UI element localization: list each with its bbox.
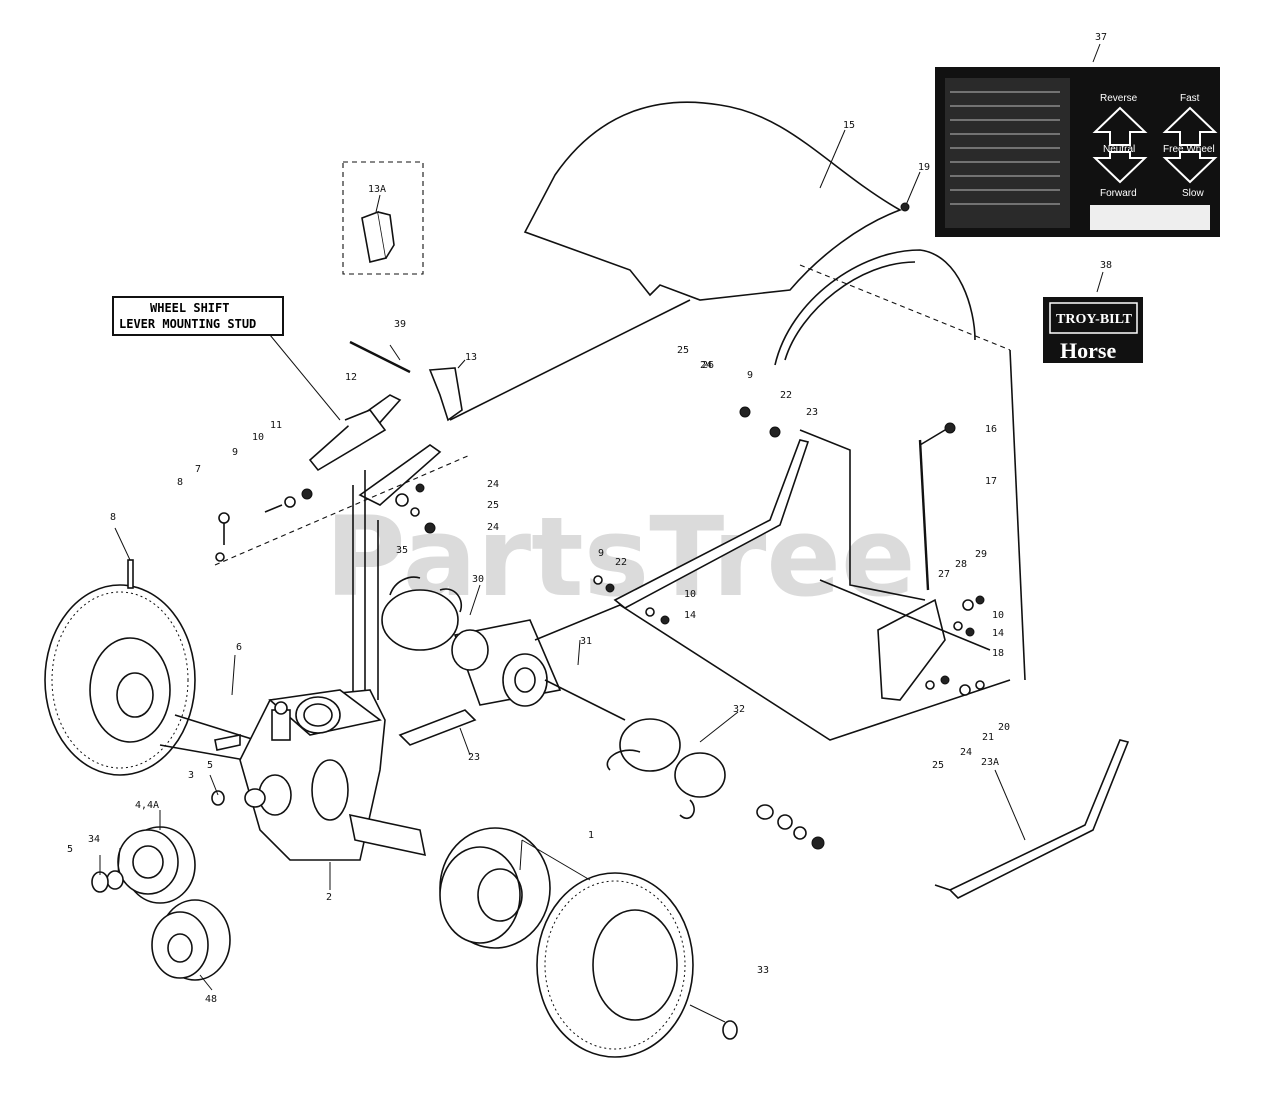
shift-lever [819, 422, 991, 701]
callout-9b: 9 [747, 370, 753, 381]
wheel-right [536, 872, 738, 1058]
callout-11: 11 [270, 420, 282, 431]
callout-38: 38 [1100, 260, 1112, 271]
callout-19: 19 [918, 162, 930, 173]
decal-forward: Forward [1100, 188, 1137, 199]
label-line-2: LEVER MOUNTING STUD [119, 317, 256, 331]
callout-10c: 10 [992, 610, 1004, 621]
callout-24b: 24 [487, 522, 499, 533]
pulley-lower [151, 899, 231, 981]
callout-24c: 24 [960, 747, 972, 758]
callout-31: 31 [580, 636, 592, 647]
wheel-left [44, 527, 256, 776]
callout-21: 21 [982, 732, 994, 743]
callout-1: 1 [588, 830, 594, 841]
callout-35: 35 [396, 545, 408, 556]
callout-23b: 23 [468, 752, 480, 763]
logo-model: Horse [1060, 338, 1116, 363]
callout-6: 6 [236, 642, 242, 653]
callout-24a: 24 [487, 479, 499, 490]
callout-18: 18 [992, 648, 1004, 659]
callout-22b: 22 [615, 557, 627, 568]
callout-numbers: 1 2 3 4,4A 5 5 6 7 8 8 9 9 9 10 10 10 11… [67, 120, 1010, 1005]
lead-lines [99, 584, 739, 991]
lever-23a [934, 739, 1130, 899]
tine-hood [523, 101, 1011, 366]
callout-14b: 14 [992, 628, 1004, 639]
frame-outline [449, 299, 1026, 741]
callout-4: 4,4A [135, 800, 159, 811]
callout-27: 27 [938, 569, 950, 580]
callout-17: 17 [985, 476, 997, 487]
callout-33: 33 [757, 965, 769, 976]
callout-14a: 14 [684, 610, 696, 621]
callout-5a: 5 [67, 844, 73, 855]
logo-brand: TROY-BILT [1056, 312, 1133, 327]
decal-reverse: Reverse [1100, 93, 1138, 104]
callout-26-area: 24 [700, 360, 712, 371]
decal-free-wheel: Free Wheel [1163, 144, 1215, 155]
shift-rods [352, 470, 379, 720]
callout-8a: 8 [177, 477, 183, 488]
callout-23a: 23 [806, 407, 818, 418]
control-decal: Reverse Fast Neutral Free Wheel Forward … [935, 32, 1220, 237]
callout-37: 37 [1095, 32, 1107, 43]
wheel-hub [439, 827, 551, 949]
callout-13: 13 [465, 352, 477, 363]
callout-26: 26 [702, 360, 714, 371]
callout-3: 3 [188, 770, 194, 781]
callout-25b: 25 [677, 345, 689, 356]
callout-13a: 13A [368, 184, 386, 195]
callout-7: 7 [195, 464, 201, 475]
callout-28: 28 [955, 559, 967, 570]
callout-34: 34 [88, 834, 100, 845]
callout-12: 12 [345, 372, 357, 383]
hardware-left [215, 483, 436, 562]
callout-48: 48 [205, 994, 217, 1005]
depth-lever [593, 406, 810, 625]
callout-9c: 9 [598, 548, 604, 559]
callout-16: 16 [985, 424, 997, 435]
wheel-shift-label: WHEEL SHIFT LEVER MOUNTING STUD [112, 296, 341, 421]
callout-30: 30 [472, 574, 484, 585]
callout-8b: 8 [110, 512, 116, 523]
callout-32: 32 [733, 704, 745, 715]
tine-assembly [214, 576, 825, 850]
callout-5b: 5 [207, 760, 213, 771]
callout-25c: 25 [932, 760, 944, 771]
callout-29: 29 [975, 549, 987, 560]
callout-20: 20 [998, 722, 1010, 733]
decal-slow: Slow [1182, 188, 1204, 199]
label-line-1: WHEEL SHIFT [150, 301, 229, 315]
callout-10a: 10 [252, 432, 264, 443]
transmission [239, 689, 427, 861]
callout-9a: 9 [232, 447, 238, 458]
callout-10b: 10 [684, 589, 696, 600]
bracket-13a-inset [342, 161, 424, 275]
decal-neutral: Neutral [1103, 144, 1135, 155]
troy-bilt-logo: TROY-BILT Horse 38 [1043, 260, 1143, 363]
callout-25a: 25 [487, 500, 499, 511]
callout-39: 39 [394, 319, 406, 330]
callout-22a: 22 [780, 390, 792, 401]
callout-15: 15 [843, 120, 855, 131]
decal-fast: Fast [1180, 93, 1200, 104]
callout-2: 2 [326, 892, 332, 903]
pulley-upper [91, 790, 225, 904]
callout-23a-label: 23A [981, 757, 999, 768]
shift-bracket [214, 340, 471, 566]
